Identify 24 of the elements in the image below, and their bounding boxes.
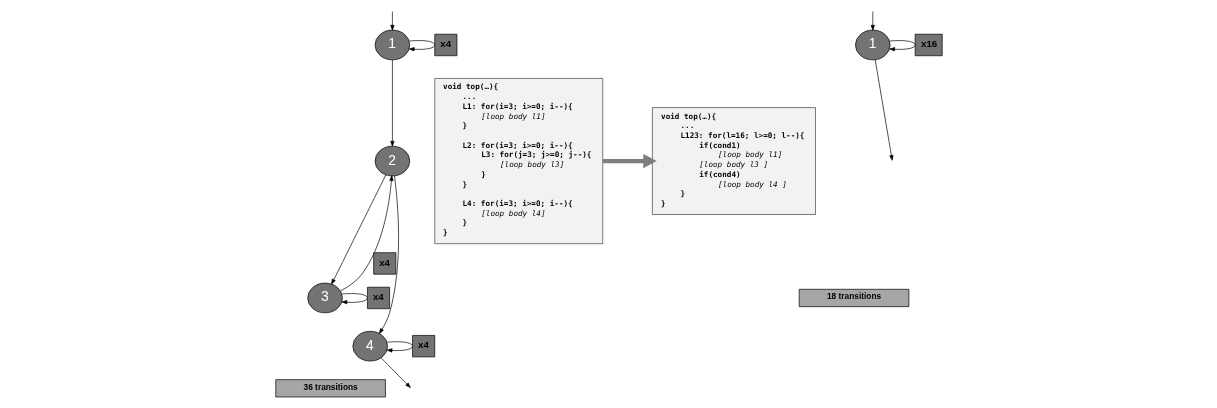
arrow	[888, 40, 915, 52]
edge-label: x4	[372, 291, 384, 303]
edge-label: x16	[920, 38, 937, 50]
node-ellipse: 1	[854, 29, 890, 61]
arrow	[389, 59, 394, 147]
edge-label: x4	[378, 256, 390, 268]
node-ellipse: 1	[374, 29, 410, 61]
node-ellipse: 3	[306, 282, 343, 314]
node-box: 18 transitions	[798, 288, 909, 307]
arrow	[602, 153, 657, 169]
arrow	[380, 357, 411, 388]
arrow	[341, 293, 368, 305]
arrow	[330, 174, 386, 285]
arrow	[378, 175, 399, 334]
edge-label: x4	[417, 339, 429, 351]
edge-label: x4	[439, 38, 451, 50]
arrow	[874, 59, 893, 161]
arrow	[339, 175, 393, 292]
arrow	[386, 341, 413, 353]
arrow	[408, 40, 435, 52]
node-ellipse: 2	[374, 145, 410, 177]
node-box: 36 transitions	[274, 379, 386, 398]
arrow	[389, 11, 394, 31]
arrow	[870, 11, 875, 31]
